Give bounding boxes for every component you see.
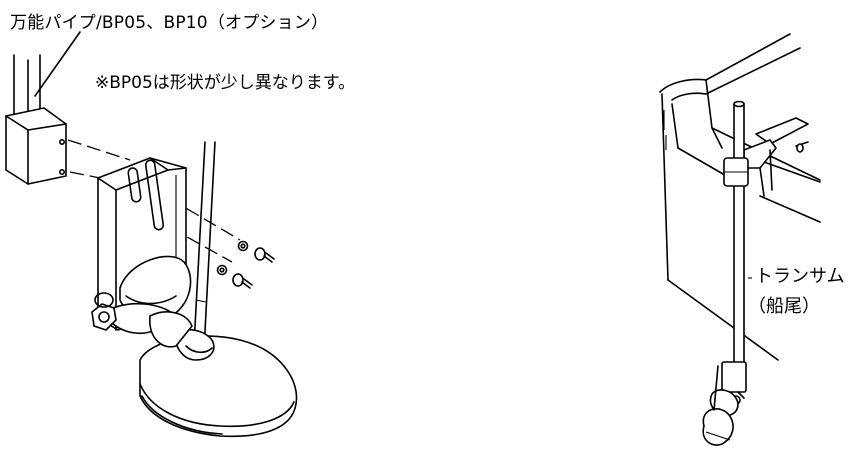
pivot-nut — [91, 292, 117, 331]
title-leader-line — [34, 31, 81, 97]
pipe-sleeve — [5, 107, 67, 185]
transom-clamp — [743, 117, 809, 197]
bp05-note-label: ※BP05は形状が少し異なります。 — [95, 73, 356, 93]
transducer-stem — [193, 141, 216, 351]
mounting-screws — [216, 240, 275, 289]
universal-pipe — [13, 54, 41, 115]
pipe-title-label: 万能パイプ/BP05、BP10（オプション） — [10, 13, 329, 33]
stern-label: （船尾） — [748, 296, 820, 317]
mounting-pipe — [723, 100, 749, 367]
transom-label: トランサム — [755, 266, 845, 287]
hull-rim — [663, 110, 667, 150]
pivot-housing — [107, 255, 192, 334]
boat-hull — [659, 33, 821, 361]
transducer-assembly — [702, 361, 747, 446]
transducer-body — [139, 311, 298, 438]
